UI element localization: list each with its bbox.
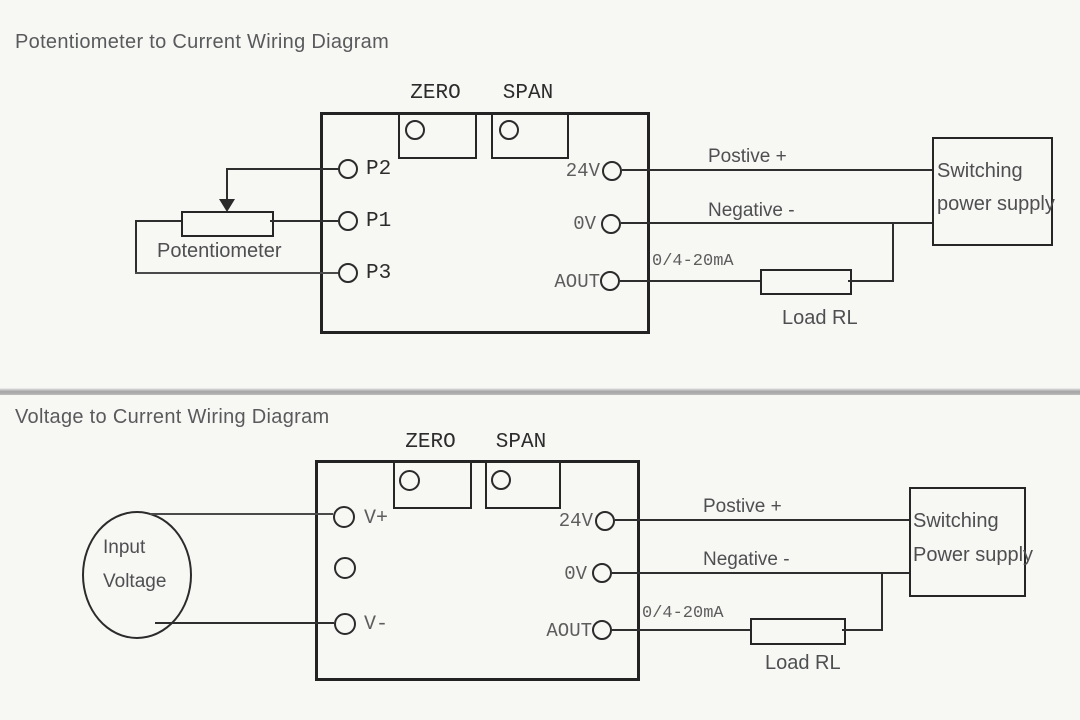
output-range-label-bottom: 0/4-20mA [642, 604, 724, 623]
output-range-label-top: 0/4-20mA [652, 252, 734, 271]
terminal-aout-label-top: AOUT [554, 271, 600, 293]
terminal-vplus-circle [333, 506, 355, 528]
terminal-vminus-label: V- [364, 613, 389, 636]
power-supply-box-top [932, 137, 1053, 246]
bottom-diagram-title: Voltage to Current Wiring Diagram [15, 406, 330, 428]
top-span-label: SPAN [502, 82, 554, 105]
potentiometer-label: Potentiometer [157, 240, 282, 262]
power-supply-line2-bottom: Power supply [913, 544, 1034, 566]
terminal-0v-label-top: 0V [573, 213, 596, 235]
load-label-top: Load RL [782, 307, 858, 329]
wire-load-right-bottom [842, 629, 883, 631]
terminal-aout-circle-top [600, 271, 620, 291]
power-supply-line1-top: Switching [937, 160, 1023, 182]
bottom-zero-trim-box [393, 461, 472, 509]
negative-wire-label-bottom: Negative - [703, 549, 790, 570]
power-supply-box-bottom [909, 487, 1026, 597]
top-diagram-title: Potentiometer to Current Wiring Diagram [15, 31, 390, 53]
top-zero-trim-circle [405, 120, 425, 140]
terminal-0v-circle-top [601, 214, 621, 234]
negative-wire-label-top: Negative - [708, 200, 795, 221]
input-voltage-line1: Input [103, 537, 146, 558]
bottom-span-label: SPAN [495, 431, 547, 454]
terminal-vplus-label: V+ [364, 507, 389, 530]
power-supply-line1-bottom: Switching [913, 510, 999, 532]
top-zero-trim-box [398, 113, 477, 159]
bottom-zero-trim-circle [399, 470, 420, 491]
wire-loop-branch-bottom [881, 573, 883, 631]
bottom-module-box [315, 460, 640, 681]
terminal-p1-circle [338, 211, 358, 231]
wire-loop-branch-top [892, 223, 894, 281]
potentiometer-body [181, 211, 274, 237]
terminal-24v-circle-bottom [595, 511, 615, 531]
wire-load-right-top [848, 280, 894, 282]
positive-wire-label-bottom: Postive + [703, 496, 782, 517]
top-span-trim-circle [499, 120, 519, 140]
terminal-aout-circle-bottom [592, 620, 612, 640]
terminal-24v-circle-top [602, 161, 622, 181]
positive-wire-label-top: Postive + [708, 146, 787, 167]
terminal-p3-circle [338, 263, 358, 283]
power-supply-line2-top: power supply [937, 193, 1055, 215]
input-voltage-line2: Voltage [103, 571, 167, 592]
wire-vplus [150, 513, 333, 515]
wire-aout-bottom [612, 629, 750, 631]
wire-negative-bottom [612, 572, 909, 574]
wire-positive-top [622, 169, 932, 171]
wire-pot-down [135, 220, 137, 273]
wire-p2-drop [226, 168, 228, 200]
wire-pot-left [136, 220, 181, 222]
wiper-arrow-icon [219, 199, 235, 212]
terminal-24v-label-bottom: 24V [558, 510, 593, 532]
terminal-24v-label-top: 24V [565, 160, 600, 182]
section-divider [0, 388, 1080, 395]
wire-p2 [227, 168, 338, 170]
wire-aout-top [620, 280, 760, 282]
bottom-zero-label: ZERO [405, 431, 456, 454]
wire-p3 [135, 272, 338, 274]
terminal-aout-label-bottom: AOUT [546, 620, 592, 642]
wire-positive-bottom [615, 519, 909, 521]
wire-negative-top [621, 222, 932, 224]
terminal-vminus-circle [334, 613, 356, 635]
terminal-0v-circle-bottom [592, 563, 612, 583]
bottom-span-trim-circle [491, 470, 511, 490]
bottom-span-trim-box [485, 461, 561, 509]
top-zero-label: ZERO [410, 82, 461, 105]
terminal-p1-label: P1 [366, 210, 392, 233]
input-voltage-circle [82, 511, 192, 639]
terminal-p2-circle [338, 159, 358, 179]
load-resistor-top [760, 269, 852, 295]
terminal-0v-label-bottom: 0V [564, 563, 587, 585]
load-label-bottom: Load RL [765, 652, 841, 674]
terminal-p3-label: P3 [366, 262, 392, 285]
terminal-middle-circle [334, 557, 356, 579]
terminal-p2-label: P2 [366, 158, 392, 181]
top-span-trim-box [491, 113, 569, 159]
wire-vminus [155, 622, 334, 624]
load-resistor-bottom [750, 618, 846, 645]
wire-p1 [270, 220, 338, 222]
